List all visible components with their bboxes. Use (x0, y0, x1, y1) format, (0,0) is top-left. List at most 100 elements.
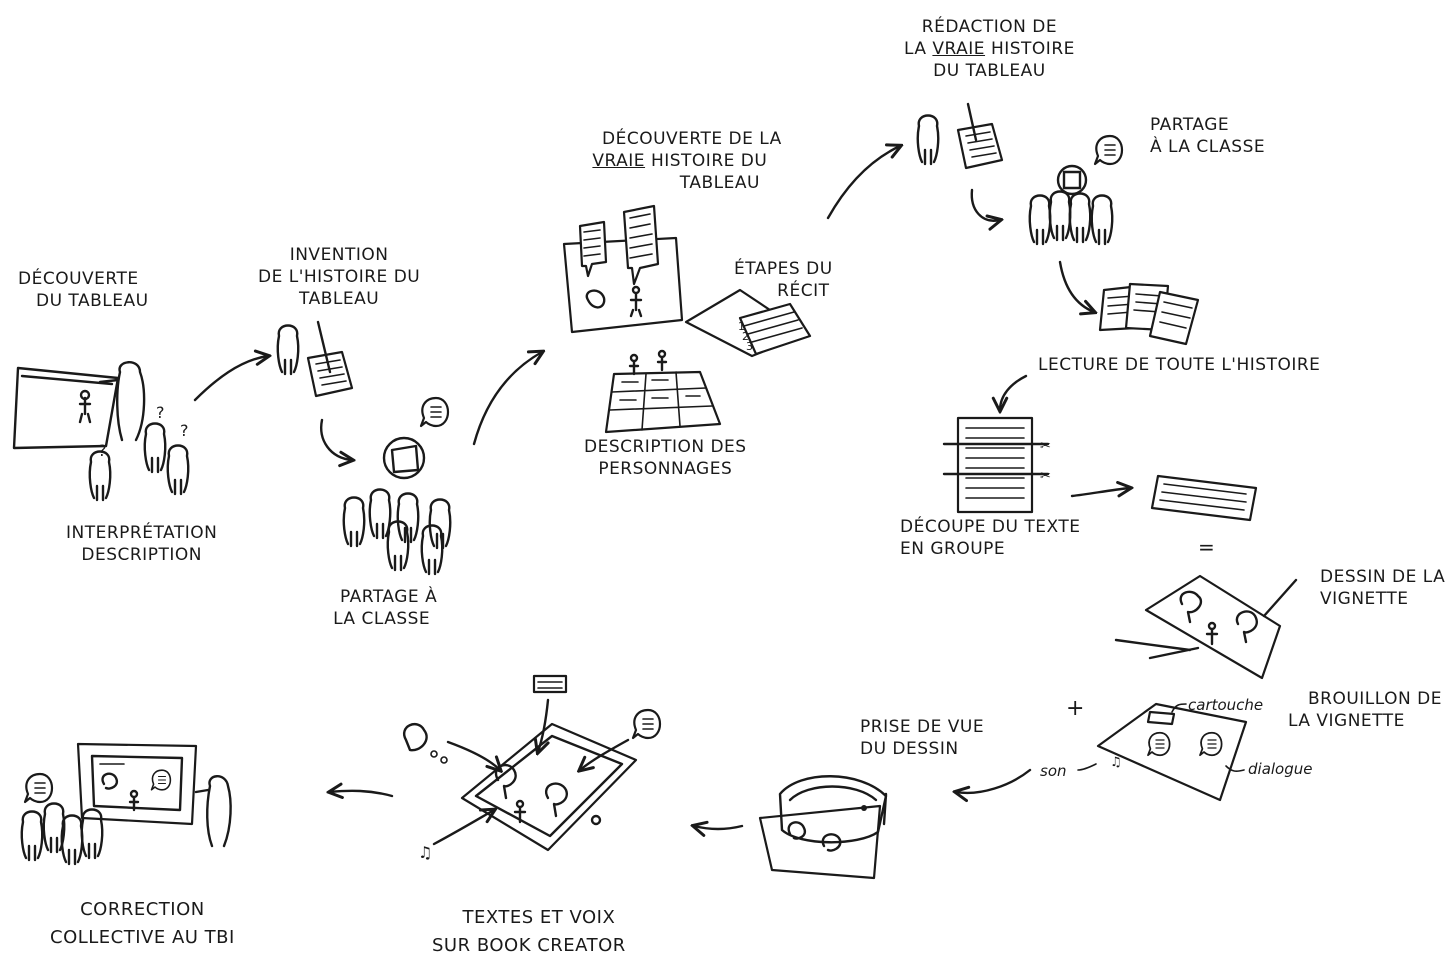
pencil (316, 320, 332, 374)
label-line: DU TABLEAU (36, 291, 149, 311)
label-line: LECTURE DE TOUTE L'HISTOIRE (1038, 355, 1321, 375)
label-line: INTERPRÉTATION (66, 523, 218, 543)
label-dialogue: dialogue (1248, 758, 1312, 780)
step-dessin (1114, 574, 1298, 680)
label-line: LA VIGNETTE (1288, 711, 1405, 731)
label-line: son (1040, 762, 1067, 780)
step-brouillon: ♫ (1077, 702, 1248, 802)
svg-text:?: ? (98, 441, 107, 460)
label-line: RÉDACTION DE (921, 17, 1058, 37)
arrow-8 (1070, 488, 1130, 496)
label-line: LA CLASSE (333, 609, 431, 629)
text-strip (1150, 474, 1258, 522)
label-line: DU TABLEAU (933, 61, 1046, 81)
label-line: + (1066, 696, 1085, 721)
label-line: VIGNETTE (1320, 589, 1409, 609)
label-line: HISTOIRE (985, 39, 1075, 59)
label-line: HISTOIRE DU (645, 151, 768, 171)
svg-text:3: 3 (746, 340, 753, 353)
arrow-2 (320, 418, 352, 460)
label-line: DÉCOUPE DU TEXTE (900, 517, 1081, 537)
label-line: DE L'HISTOIRE DU (258, 267, 421, 287)
arrow-11 (330, 791, 394, 796)
step-redaction (916, 102, 1004, 170)
label-line: BROUILLON DE (1308, 689, 1442, 709)
label-line: LA (904, 39, 933, 59)
step-decouverte-vraie (562, 204, 684, 334)
label-decoupe: DÉCOUPE DU TEXTE EN GROUPE (900, 516, 1080, 560)
text-label-card (532, 674, 568, 694)
arrow-5 (970, 188, 1000, 221)
label-line: À LA CLASSE (1150, 137, 1266, 157)
svg-text:✂: ✂ (1040, 439, 1051, 454)
label-line: DÉCOUVERTE DE LA (602, 129, 782, 149)
label-decouverte-vraie: DÉCOUVERTE DE LA VRAIE HISTOIRE DU TABLE… (578, 128, 782, 194)
step-decouverte-tableau: ? ? ? (12, 361, 190, 502)
label-dessin: DESSIN DE LA VIGNETTE (1320, 566, 1445, 610)
grid-personnages (604, 349, 722, 434)
label-plus: + (1066, 698, 1085, 720)
arrow-3 (472, 352, 542, 446)
label-textes-voix: TEXTES ET VOIX SUR BOOK CREATOR (432, 904, 626, 960)
teacher-figure (98, 361, 146, 442)
teacher-2 (194, 775, 232, 848)
svg-text:♫: ♫ (418, 843, 432, 862)
bubble-card-1 (578, 220, 608, 278)
pages-stack (1098, 282, 1200, 346)
label-line: ÉTAPES DU (734, 259, 833, 279)
svg-text:♫: ♫ (1110, 755, 1122, 770)
label-redaction: RÉDACTION DE LA VRAIE HISTOIRE DU TABLEA… (904, 16, 1075, 82)
label-vraie: VRAIE (592, 151, 646, 171)
svg-text:?: ? (156, 403, 165, 422)
label-line: dialogue (1248, 760, 1313, 778)
arrow-7 (1000, 374, 1028, 410)
label-equals: = (1198, 536, 1215, 558)
label-line: PARTAGE À (340, 587, 438, 607)
label-line: DÉCOUVERTE (18, 269, 139, 289)
label-line: DU DESSIN (860, 739, 959, 759)
label-partage-2: PARTAGE À LA CLASSE (1150, 114, 1265, 158)
label-line: DESSIN DE LA (1320, 567, 1446, 587)
label-decouverte-tableau: DÉCOUVERTE DU TABLEAU (18, 268, 149, 312)
label-line: INVENTION (289, 245, 389, 265)
svg-text:1: 1 (738, 320, 745, 333)
label-line: EN GROUPE (900, 539, 1006, 559)
label-interpretation: INTERPRÉTATION DESCRIPTION (66, 522, 217, 566)
step-book-creator: ♫ (403, 674, 662, 862)
label-line: DESCRIPTION (81, 545, 202, 565)
label-cartouche: cartouche (1188, 694, 1263, 716)
label-vraie: VRAIE (932, 39, 986, 59)
bubble-card-2 (622, 204, 660, 286)
label-correction: CORRECTION COLLECTIVE AU TBI (50, 896, 235, 952)
label-line: TABLEAU (299, 289, 380, 309)
arrow-6 (1058, 260, 1094, 312)
book-etapes: 1 2 3 (684, 288, 812, 358)
label-prise-de-vue: PRISE DE VUE DU DESSIN (860, 716, 984, 760)
arrow-4 (826, 146, 900, 220)
pencil-2 (966, 102, 978, 142)
label-line: PRISE DE VUE (860, 717, 985, 737)
arrow-10 (694, 826, 744, 829)
step-prise-de-vue (758, 775, 888, 880)
label-son: son (1040, 760, 1067, 782)
step-correction (20, 742, 232, 866)
label-brouillon: BROUILLON DE LA VIGNETTE (1288, 688, 1442, 732)
label-line: PARTAGE (1150, 115, 1230, 135)
step-decoupe: ✂ ✂ (942, 416, 1051, 514)
tableau-frame (12, 366, 120, 450)
tableau-figure (78, 396, 92, 424)
svg-text:?: ? (180, 421, 189, 440)
label-partage-1: PARTAGE À LA CLASSE (326, 586, 437, 630)
label-line: cartouche (1188, 696, 1264, 714)
label-line: CORRECTION (80, 899, 205, 920)
svg-text:✂: ✂ (1040, 469, 1051, 484)
label-line: COLLECTIVE AU TBI (50, 927, 235, 948)
label-line: RÉCIT (777, 281, 830, 301)
arrow-1 (193, 356, 268, 402)
label-etapes: ÉTAPES DU RÉCIT (734, 258, 833, 302)
arrow-9 (956, 768, 1032, 793)
svg-text:2: 2 (742, 330, 749, 343)
label-line: TABLEAU (679, 173, 760, 193)
label-line: SUR BOOK CREATOR (432, 935, 626, 956)
